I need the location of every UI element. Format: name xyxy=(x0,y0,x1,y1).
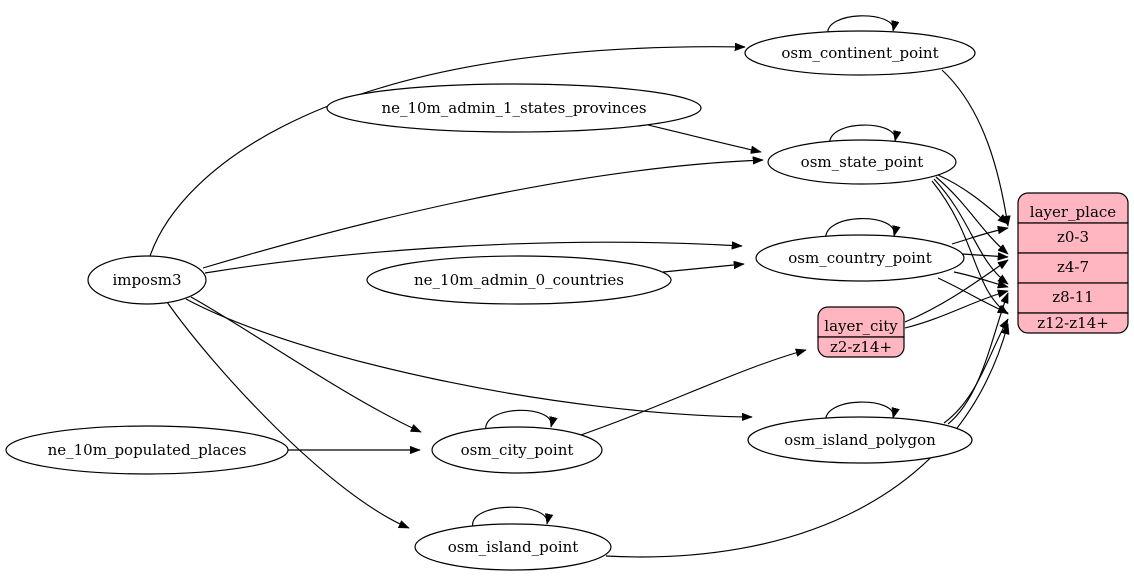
layer-place-title-cell[interactable] xyxy=(1017,192,1129,224)
node-osm-country-point[interactable]: osm_country_point xyxy=(755,234,965,282)
node-ne-10m-admin-1-states-provinces[interactable]: ne_10m_admin_1_states_provinces xyxy=(326,83,702,133)
node-label-imposm3: imposm3 xyxy=(112,271,181,289)
layer-place-title: layer_place xyxy=(1030,203,1117,221)
node-layer: imposm3 ne_10m_admin_1_states_provinces … xyxy=(5,30,1129,571)
edge-osm-country-point-to-layer-place-z4-7 xyxy=(961,254,1008,257)
layer-place-row-z8-11: z8-11 xyxy=(1052,288,1094,306)
edge-self-loop-osm-continent-point xyxy=(827,15,894,37)
edge-osm-continent-point-to-layer-place-z0-3 xyxy=(941,69,1008,226)
record-node-layer-place[interactable]: layer_place z0-3 z4-7 z8-11 z12-z14+ xyxy=(1017,192,1129,334)
edge-osm-city-point-to-layer-city xyxy=(574,350,806,438)
edge-imposm3-to-osm-continent-point xyxy=(149,47,745,257)
layer-place-row-z0-3: z0-3 xyxy=(1057,228,1089,246)
node-osm-city-point[interactable]: osm_city_point xyxy=(431,426,603,474)
edge-osm-island-point-to-layer-place-z12-z14 xyxy=(605,324,1008,558)
edge-layer-city-to-layer-place-z8-11 xyxy=(904,291,1008,329)
edge-self-loop-osm-island-polygon xyxy=(825,401,894,424)
edge-osm-country-point-to-layer-place-z0-3 xyxy=(951,228,1008,245)
node-osm-continent-point[interactable]: osm_continent_point xyxy=(744,30,976,76)
node-label-osm-state-point: osm_state_point xyxy=(801,153,924,171)
layer-city-title: layer_city xyxy=(824,317,898,335)
edge-layer-city-to-layer-place-z4-7 xyxy=(904,260,1008,323)
layer-place-row-z0-3-cell[interactable] xyxy=(1017,222,1129,254)
node-osm-island-polygon[interactable]: osm_island_polygon xyxy=(747,416,973,464)
edge-ne-states-to-osm-state-point xyxy=(647,124,761,152)
node-imposm3[interactable]: imposm3 xyxy=(87,255,207,305)
edge-layer xyxy=(149,15,1009,558)
edge-imposm3-to-osm-city-point xyxy=(190,296,421,433)
layer-place-row-z4-7: z4-7 xyxy=(1057,258,1089,276)
edge-osm-state-point-to-layer-place-z0-3 xyxy=(937,174,1008,224)
edge-self-loop-osm-city-point xyxy=(485,409,552,433)
record-node-layer-city[interactable]: layer_city z2-z14+ xyxy=(817,306,905,358)
edge-osm-state-point-to-layer-place-z4-7 xyxy=(935,176,1008,254)
node-ne-10m-admin-0-countries[interactable]: ne_10m_admin_0_countries xyxy=(366,255,672,305)
edge-osm-island-polygon-to-layer-place-z12-z14 xyxy=(943,319,1009,424)
edge-osm-country-point-to-layer-place-z12-z14 xyxy=(937,277,1008,314)
node-label-osm-island-polygon: osm_island_polygon xyxy=(784,431,936,449)
layer-place-row-z8-11-cell[interactable] xyxy=(1017,282,1129,314)
layer-place-row-z12-z14: z12-z14+ xyxy=(1037,314,1109,332)
edge-osm-state-point-to-layer-place-z12-z14 xyxy=(931,180,1008,314)
edge-self-loop-osm-state-point xyxy=(829,124,896,147)
edge-self-loop-osm-country-point xyxy=(825,218,895,242)
node-osm-state-point[interactable]: osm_state_point xyxy=(767,139,957,185)
edge-ne-countries-to-osm-country-point xyxy=(662,264,744,273)
layer-city-title-cell[interactable] xyxy=(817,306,905,338)
node-label-osm-continent-point: osm_continent_point xyxy=(781,44,938,62)
layer-place-row-z12-z14-cell[interactable] xyxy=(1017,312,1129,334)
node-label-ne-countries: ne_10m_admin_0_countries xyxy=(414,271,624,289)
node-label-ne-populated: ne_10m_populated_places xyxy=(48,441,247,459)
edge-osm-island-polygon-to-layer-place-z8-11 xyxy=(947,293,1009,425)
node-label-osm-island-point: osm_island_point xyxy=(448,538,579,556)
edge-imposm3-to-osm-island-polygon xyxy=(185,298,752,417)
layer-city-row-z2-z14: z2-z14+ xyxy=(830,338,892,356)
edge-self-loop-osm-island-point xyxy=(472,506,548,529)
edge-imposm3-to-osm-country-point xyxy=(204,242,742,274)
node-osm-island-point[interactable]: osm_island_point xyxy=(414,523,612,571)
layer-city-row-z2-z14-cell[interactable] xyxy=(817,336,905,358)
node-label-osm-country-point: osm_country_point xyxy=(788,249,932,267)
edge-osm-country-point-to-layer-place-z8-11 xyxy=(953,271,1008,287)
node-ne-10m-populated-places[interactable]: ne_10m_populated_places xyxy=(5,425,289,475)
edge-imposm3-to-osm-state-point xyxy=(202,160,763,269)
node-label-ne-states: ne_10m_admin_1_states_provinces xyxy=(381,99,646,117)
node-label-osm-city-point: osm_city_point xyxy=(461,441,574,459)
edge-imposm3-to-osm-island-point xyxy=(166,301,409,529)
